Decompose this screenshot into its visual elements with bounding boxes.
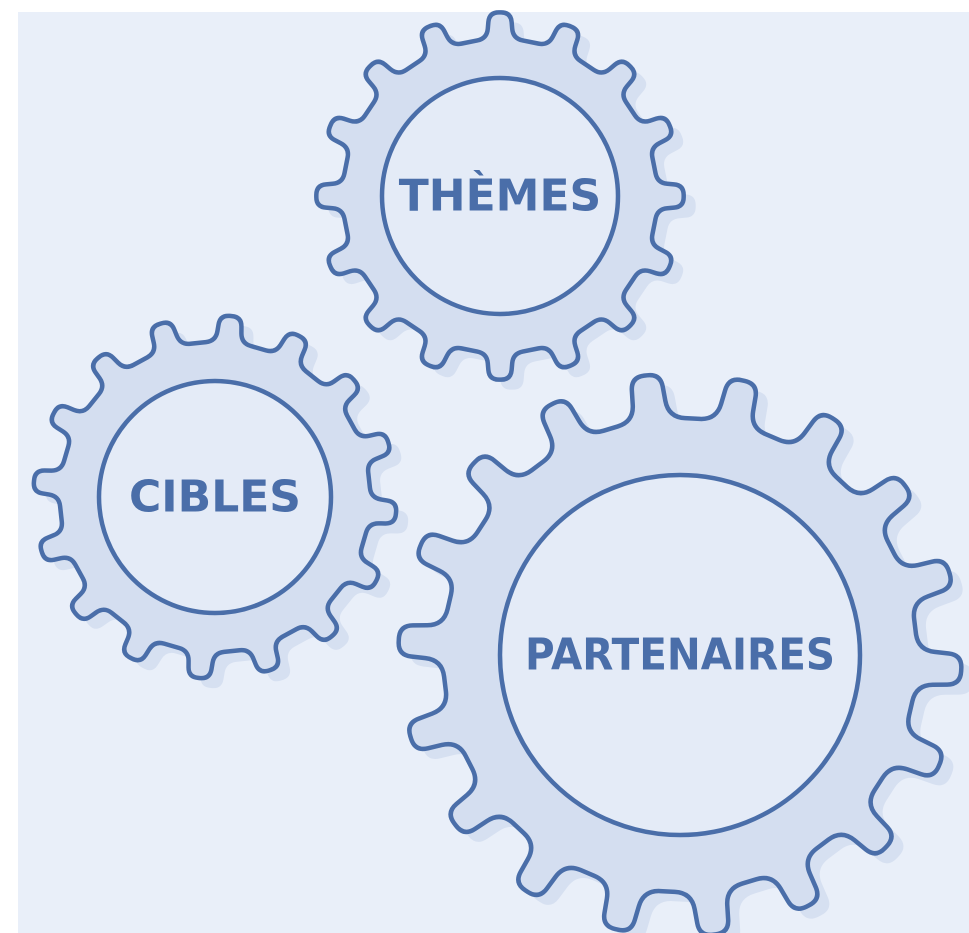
- gear-themes: THÈMES: [314, 10, 696, 390]
- gear-cibles-label: CIBLES: [129, 472, 301, 523]
- gear-partenaires-label: PARTENAIRES: [525, 630, 835, 681]
- gear-themes-label: THÈMES: [399, 169, 601, 222]
- gear-cibles: CIBLES: [31, 313, 409, 689]
- gear-partenaires: PARTENAIRES: [396, 372, 969, 933]
- gear-cibles-inner-ring: [96, 378, 334, 616]
- gear-themes-inner-ring: [379, 75, 621, 317]
- gear-partenaires-inner-ring: [497, 472, 863, 838]
